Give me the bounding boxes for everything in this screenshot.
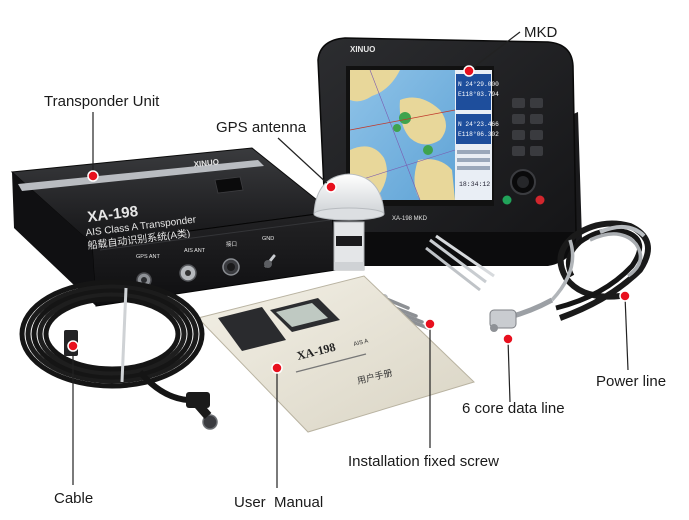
mkd-latitude: N 24°29.000 — [458, 81, 499, 88]
callout-dot-gps — [325, 181, 337, 193]
callout-dot-transponder — [87, 170, 99, 182]
mkd-longitude-2: E118°06.302 — [458, 131, 499, 138]
mkd-screen: N 24°29.000 E118°03.794 N 24°23.466 E118… — [346, 66, 499, 206]
mkd-clock: 18:34:12 — [459, 181, 490, 188]
label-mkd: MKD — [524, 24, 558, 41]
mkd-display-unit: XINUO N 24°29.000 E118°03.794 N 24°23.46… — [317, 37, 582, 266]
transponder-unit: XINUO XA-198 AIS Class A Transponder 船载自… — [10, 147, 337, 307]
callout-dot-cable — [67, 340, 79, 352]
cable-ties — [425, 234, 495, 292]
port-label-ais: AIS ANT — [184, 248, 206, 254]
label-gps-antenna: GPS antenna — [216, 119, 307, 136]
callout-dot-power-line — [619, 290, 631, 302]
transponder-model-text: XA-198 — [86, 203, 139, 226]
coiled-cable — [19, 279, 218, 430]
mkd-latitude-2: N 24°23.466 — [458, 121, 499, 128]
label-cable: Cable — [54, 490, 93, 507]
manual-model-suffix: AIS A — [353, 338, 369, 347]
power-and-data-lines — [489, 220, 651, 332]
label-installation-screw: Installation fixed screw — [348, 453, 499, 470]
label-data-line: 6 core data line — [462, 400, 565, 417]
port-label-gps: GPS ANT — [136, 254, 160, 260]
transponder-connectors — [136, 254, 276, 288]
mkd-keypad — [502, 98, 545, 205]
callout-dot-manual — [271, 362, 283, 374]
mkd-model-label: XA-198 MKD — [392, 216, 428, 222]
transponder-brand-text: XINUO — [193, 157, 219, 169]
label-user-manual: User Manual — [234, 494, 323, 511]
port-label-interface: 接口 — [226, 240, 237, 248]
callout-dots — [67, 65, 631, 374]
label-power-line: Power line — [596, 373, 666, 390]
callout-dot-data-line — [502, 333, 514, 345]
user-manual: XA-198 AIS A 用户手册 — [197, 275, 475, 433]
mkd-longitude: E118°03.794 — [458, 91, 499, 98]
label-transponder-unit: Transponder Unit — [44, 93, 160, 110]
callout-labels: MKD Transponder Unit GPS antenna Power l… — [44, 24, 666, 511]
callout-dot-mkd — [463, 65, 475, 77]
mkd-brand-text: XINUO — [350, 45, 375, 54]
callout-dot-screws — [424, 318, 436, 330]
callout-leaders — [72, 31, 629, 488]
port-label-gnd: GND — [262, 236, 274, 242]
